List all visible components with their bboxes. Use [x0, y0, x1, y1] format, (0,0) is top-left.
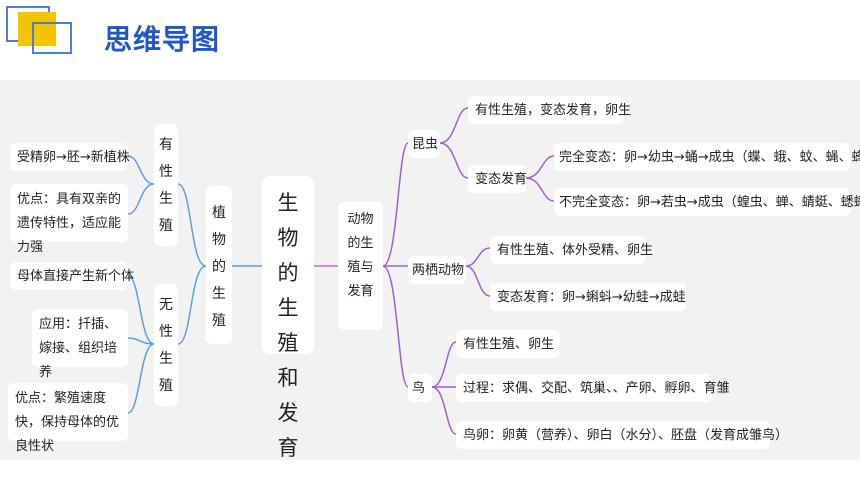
- plant-asexual-item-3: 优点：繁殖速度快，保持母体的优良性状: [8, 383, 128, 454]
- insect-incomplete-metamorphosis: 不完全变态：卵→若虫→成虫（蝗虫、蝉、蜻蜓、蟋蟀）: [554, 188, 860, 216]
- plant-asexual-item-1: 母体直接产生新个体: [10, 262, 134, 290]
- root-node: 生物的生殖和发育: [262, 176, 314, 460]
- insect-node: 昆虫: [408, 130, 440, 158]
- amphibian-node: 两栖动物: [408, 256, 466, 284]
- plant-reproduction-node: 植物的生殖: [206, 186, 232, 344]
- bird-repro-node: 有性生殖、卵生: [456, 330, 560, 358]
- logo-outline-front: [32, 22, 72, 54]
- animal-reproduction-node: 动物的生殖与发育: [338, 202, 383, 330]
- bird-node: 鸟: [408, 374, 432, 402]
- insect-repro-node: 有性生殖，变态发育，卵生: [468, 96, 631, 124]
- amphibian-repro-node: 有性生殖、体外受精、卵生: [490, 236, 653, 264]
- insect-complete-metamorphosis: 完全变态：卵→幼虫→蛹→成虫（蝶、蛾、蚊、蝇、蜂）: [554, 143, 860, 171]
- plant-asexual-item-2: 应用：扦插、嫁接、组织培养: [32, 309, 128, 380]
- plant-sexual-item-2: 优点：具有双亲的遗传特性，适应能力强: [10, 184, 128, 255]
- insect-metamorphosis-node: 变态发育: [468, 165, 527, 193]
- header: 思维导图: [0, 0, 860, 72]
- amphibian-dev-node: 变态发育：卵→蝌蚪→幼蛙→成蛙: [490, 283, 686, 311]
- plant-sexual-item-1: 受精卵→胚→新植株: [10, 143, 130, 171]
- logo-yellow-square: [18, 12, 56, 46]
- page-title: 思维导图: [104, 23, 221, 56]
- plant-asexual-node: 无性生殖: [154, 284, 178, 406]
- plant-sexual-node: 有性生殖: [154, 124, 178, 246]
- bird-process-node: 过程：求偶、交配、筑巢、、产卵、孵卵、育雏: [456, 374, 730, 402]
- bird-egg-node: 鸟卵：卵黄（营养）、卵白（水分）、胚盘（发育成雏鸟）: [456, 421, 788, 449]
